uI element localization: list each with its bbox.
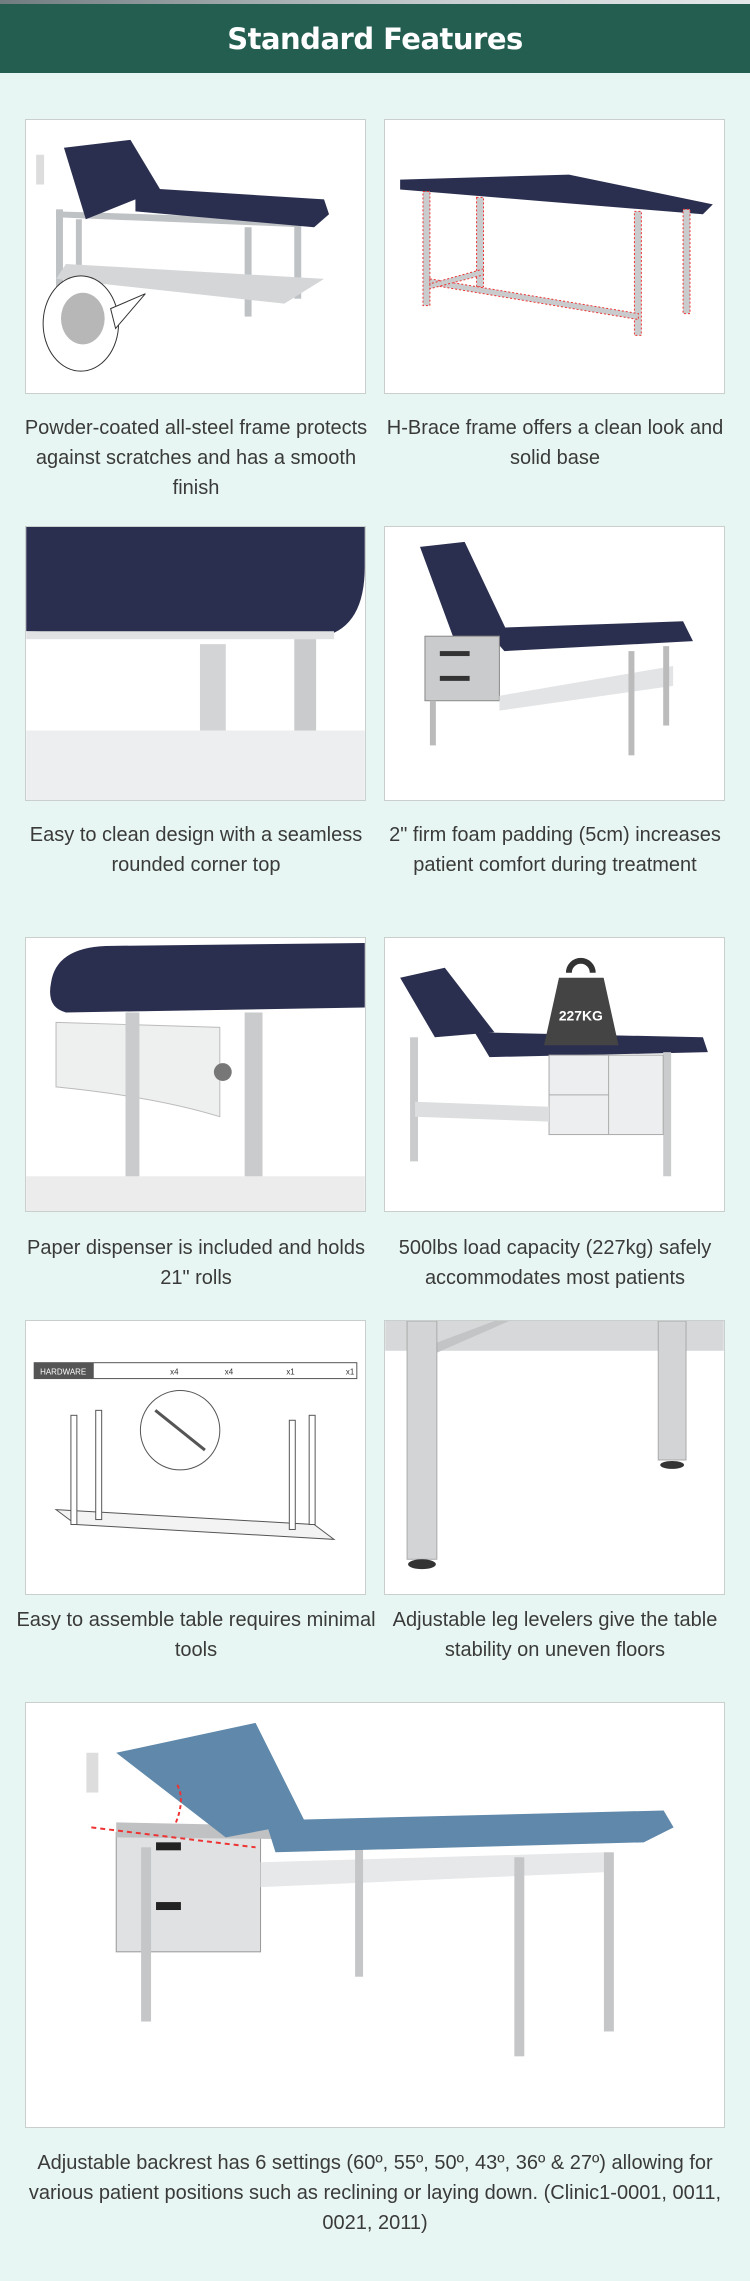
- feature-image-foam-padding: [384, 526, 725, 801]
- hardware-label: HARDWARE: [40, 1368, 86, 1377]
- feature-caption: 500lbs load capacity (227kg) safely acco…: [398, 1237, 712, 1289]
- weight-label: 227KG: [559, 1007, 603, 1023]
- hardware-count: x1: [346, 1368, 355, 1377]
- feature-caption: Powder-coated all-steel frame protects a…: [24, 417, 368, 499]
- top-strip: [0, 0, 750, 4]
- feature-image-adjustable-backrest: [25, 1702, 725, 2128]
- feature-caption: Easy to assemble table requires minimal …: [16, 1609, 376, 1661]
- section-header: Standard Features: [0, 4, 750, 73]
- feature-image-paper-dispenser: [25, 937, 366, 1212]
- feature-image-h-brace: [384, 119, 725, 394]
- feature-image-load-capacity: 227KG: [384, 937, 725, 1212]
- feature-caption: Adjustable leg levelers give the table s…: [392, 1609, 718, 1661]
- feature-caption: Adjustable backrest has 6 settings (60º,…: [28, 2152, 722, 2234]
- hardware-count: x4: [225, 1368, 234, 1377]
- page-title: Standard Features: [227, 21, 523, 56]
- feature-caption: Easy to clean design with a seamless rou…: [29, 824, 363, 876]
- hardware-count: x4: [170, 1368, 179, 1377]
- feature-image-rounded-corner: [25, 526, 366, 801]
- feature-image-assembly: HARDWARE x4 x4 x1 x1: [25, 1320, 366, 1595]
- feature-caption: H-Brace frame offers a clean look and so…: [386, 417, 724, 469]
- feature-image-steel-frame: [25, 119, 366, 394]
- feature-caption: Paper dispenser is included and holds 21…: [27, 1237, 365, 1289]
- feature-caption: 2" firm foam padding (5cm) increases pat…: [389, 824, 721, 876]
- feature-image-leg-levelers: [384, 1320, 725, 1595]
- hardware-count: x1: [286, 1368, 295, 1377]
